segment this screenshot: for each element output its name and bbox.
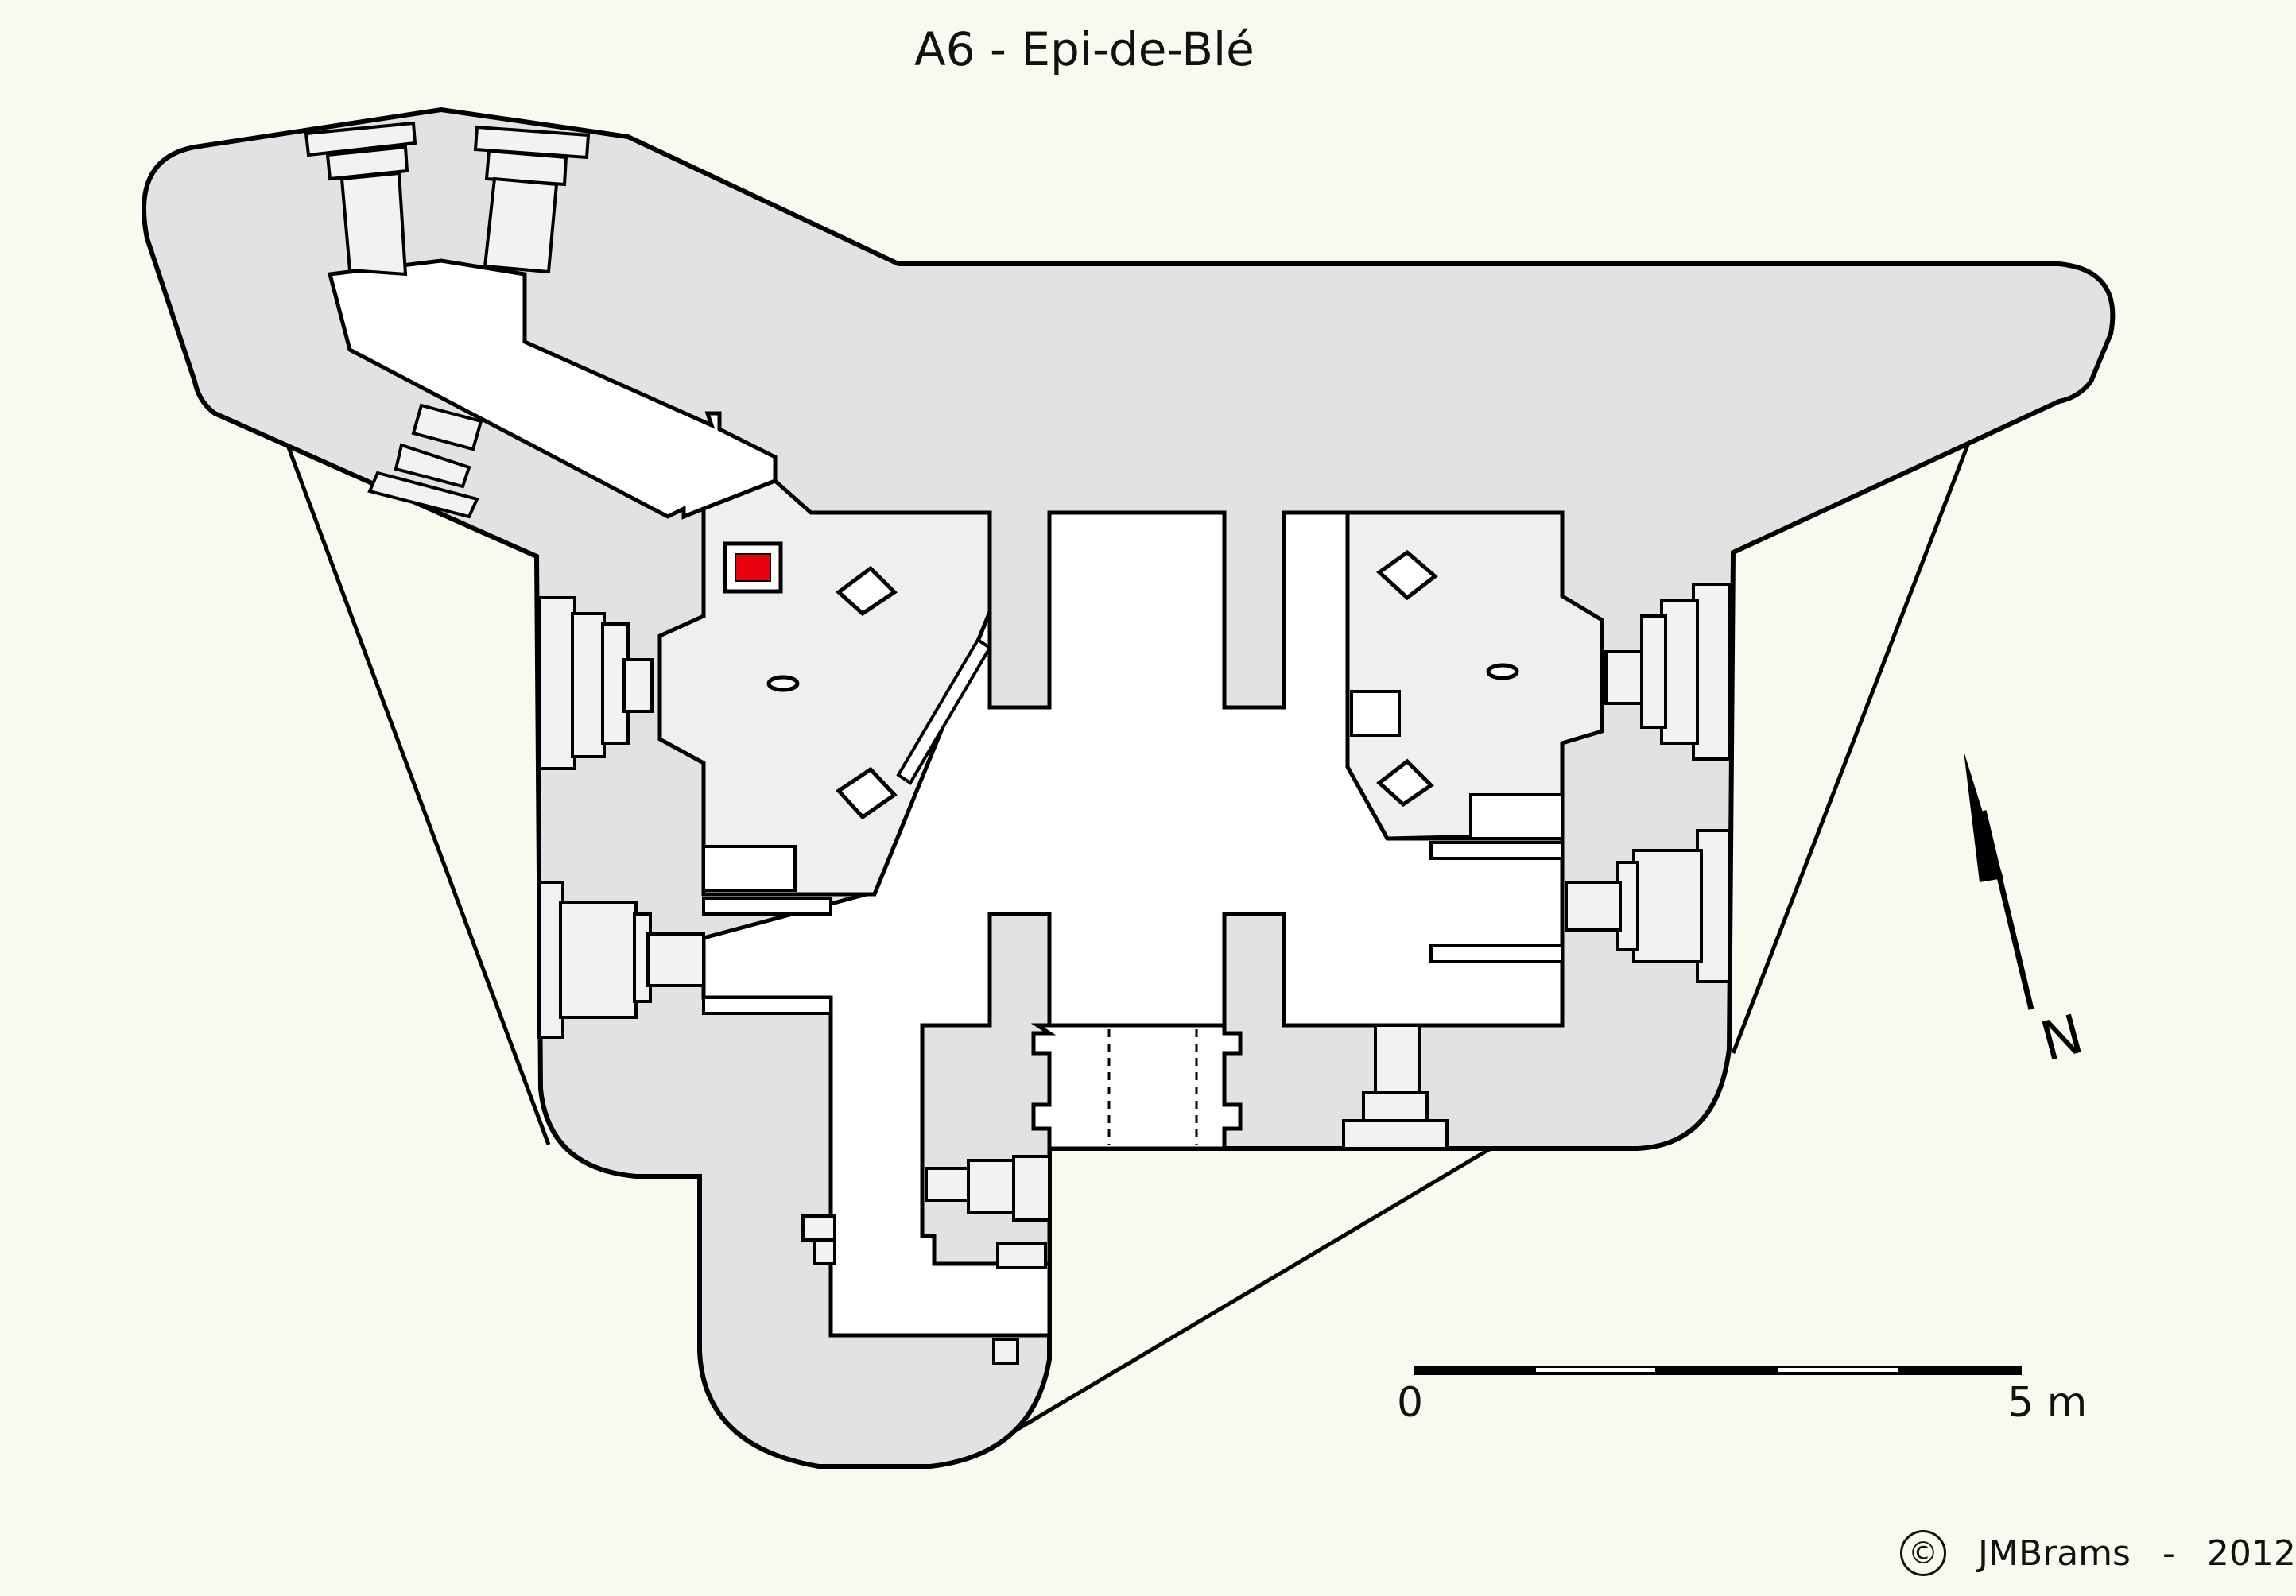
- lower-embrasures: [801, 1024, 1449, 1365]
- firing-corridor: [327, 258, 778, 520]
- scale-end-label: 5 m: [2007, 1379, 2088, 1427]
- plan-title: A6 - Epi-de-Blé: [914, 22, 1255, 76]
- red-marker: [723, 541, 783, 594]
- left-embrasures: [537, 596, 705, 1039]
- credit-year: 2012: [2206, 1532, 2296, 1574]
- north-arrow-icon: N: [1964, 751, 2090, 1074]
- credit-separator: -: [2162, 1532, 2175, 1574]
- embankment-outline: [284, 440, 1970, 1441]
- entrance-hatch: [1030, 1023, 1243, 1151]
- benches: [702, 637, 1564, 1015]
- room-fixtures: [766, 549, 1519, 820]
- copyright-icon: ©: [1900, 1530, 1946, 1576]
- north-label: N: [2034, 1003, 2090, 1074]
- upper-loopholes: [304, 121, 591, 519]
- credit-line: © JMBrams - 2012: [1900, 1530, 2296, 1576]
- credit-author: JMBrams: [1978, 1532, 2131, 1574]
- scale-bar: [1414, 1366, 2022, 1375]
- right-embrasures: [1565, 583, 1731, 983]
- scale-start-label: 0: [1397, 1379, 1424, 1427]
